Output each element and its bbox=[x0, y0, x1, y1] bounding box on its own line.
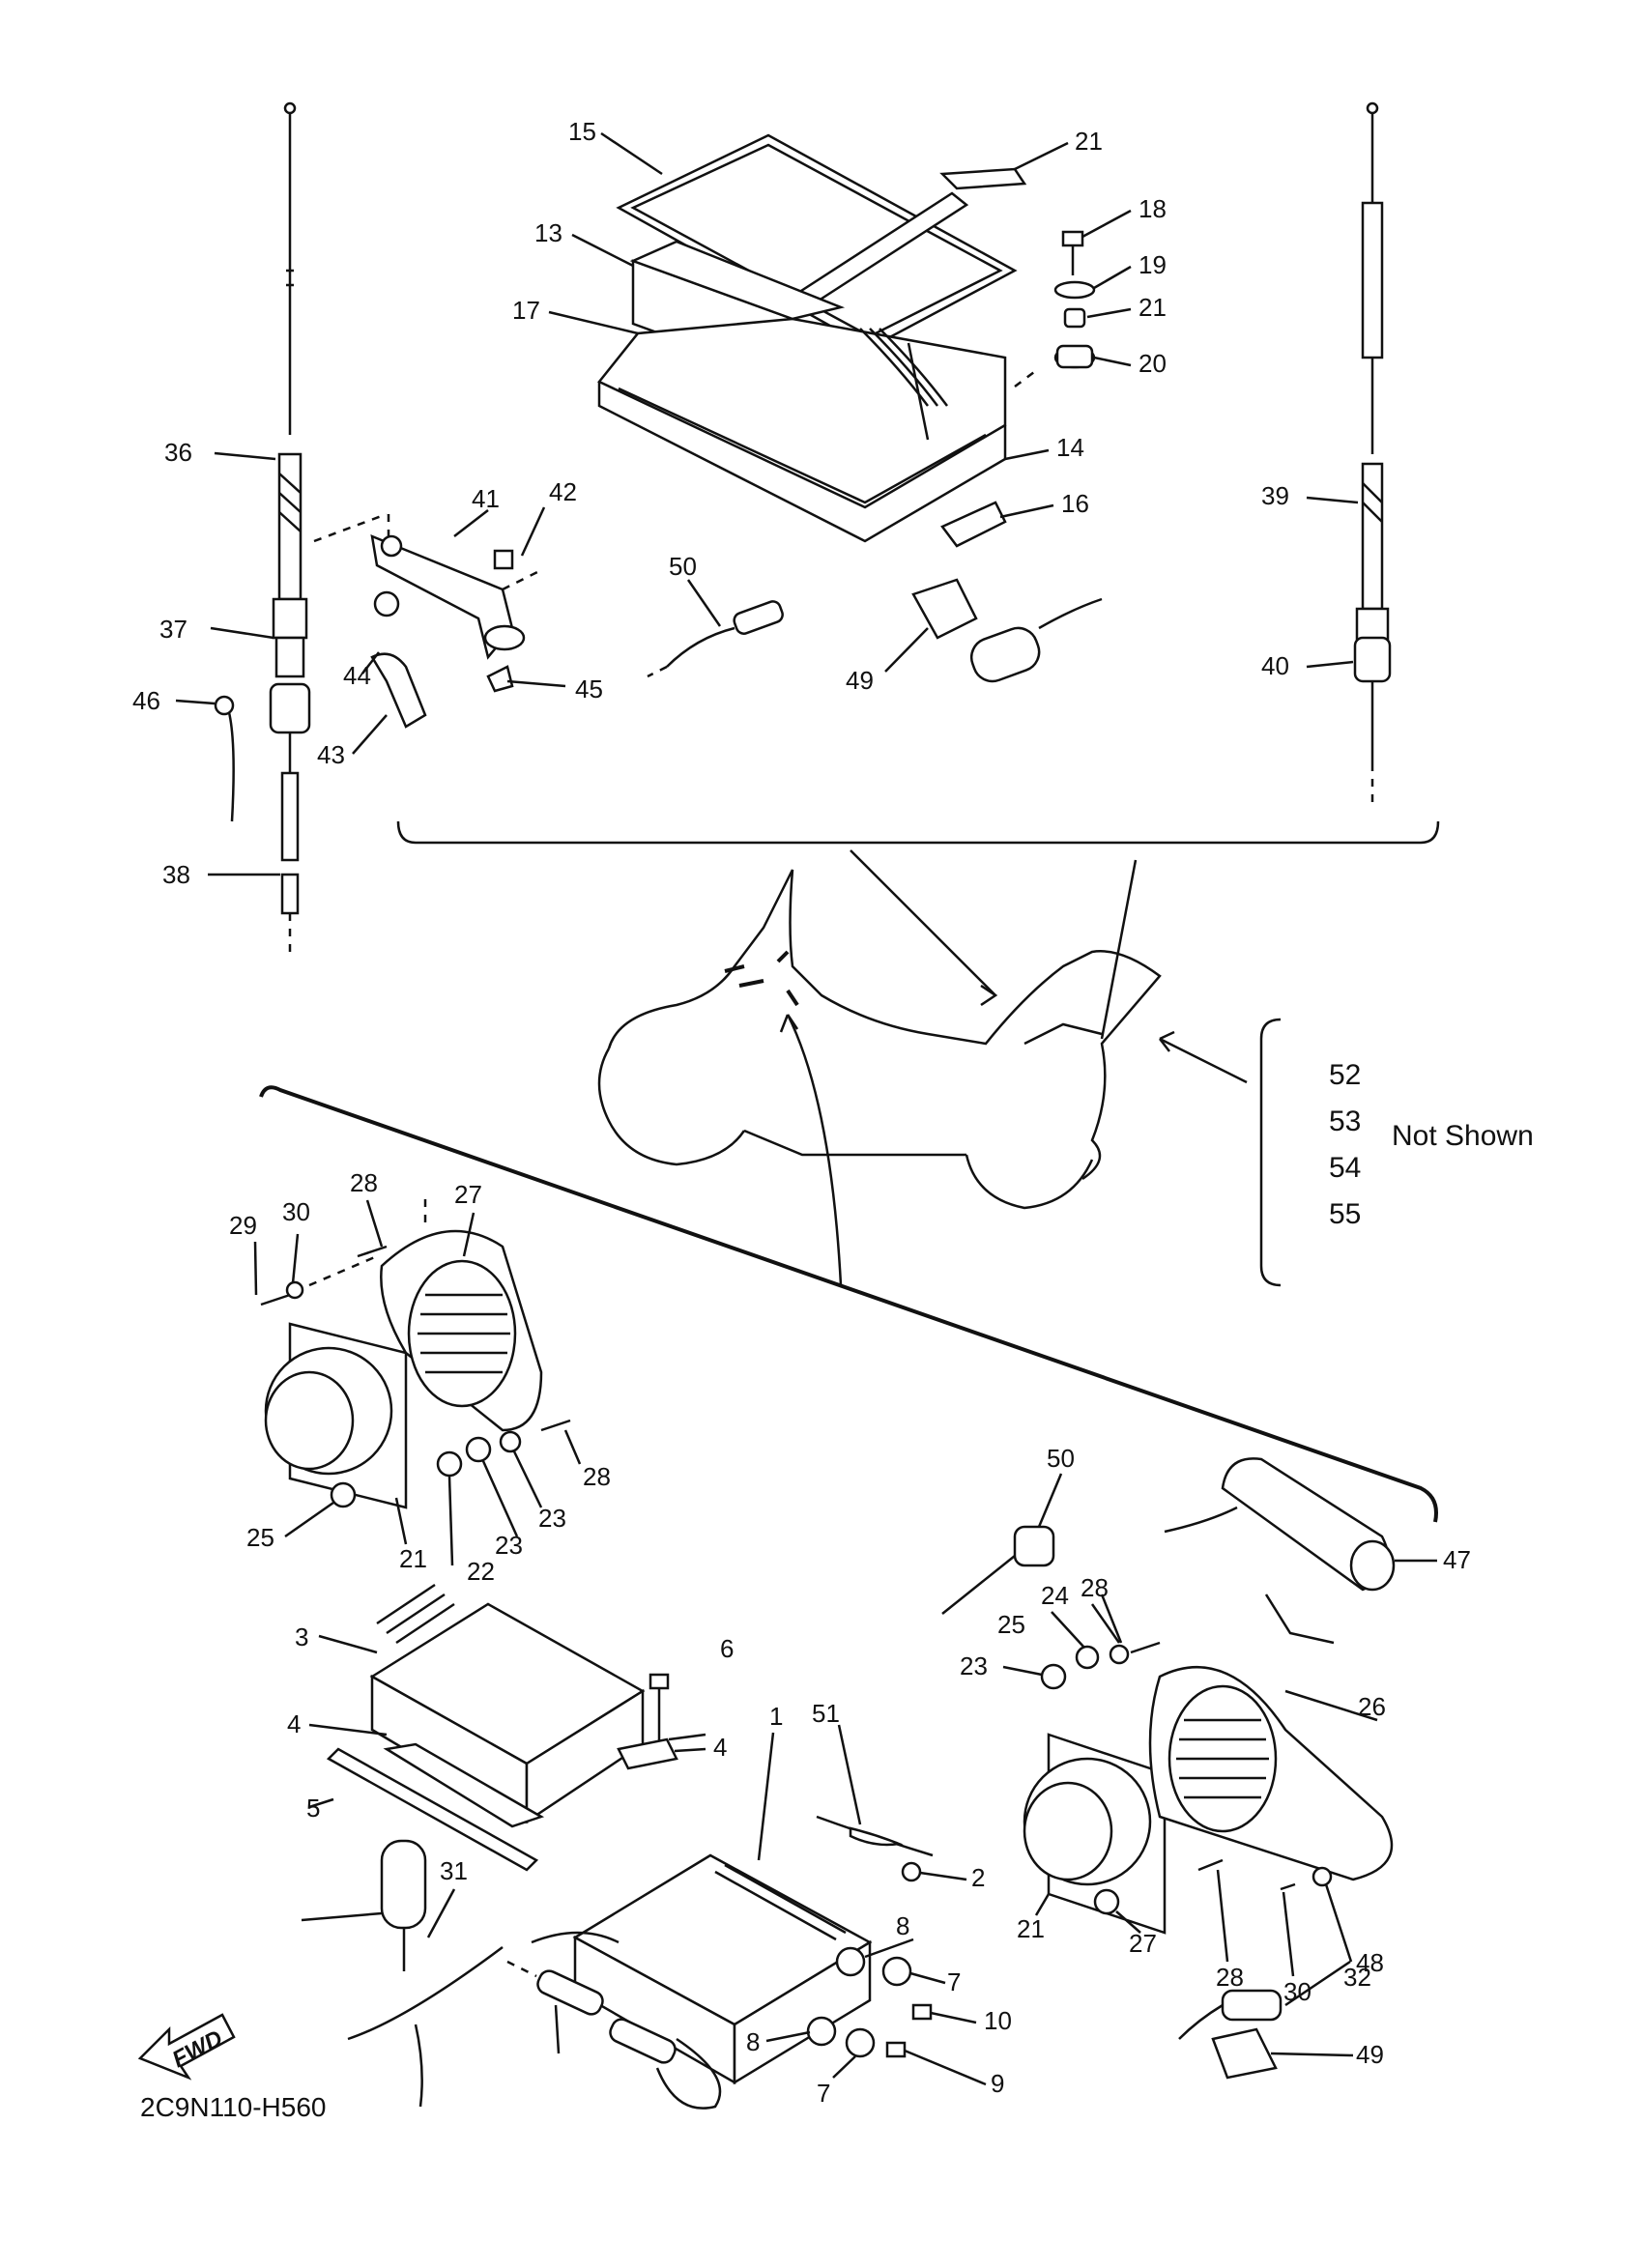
not-shown-item: 55 bbox=[1329, 1198, 1361, 1230]
callout: 29 bbox=[229, 1211, 257, 1240]
callout: 28 bbox=[350, 1168, 378, 1197]
callout: 1 bbox=[769, 1702, 783, 1731]
fasteners-2-7-8-9-10 bbox=[806, 1861, 933, 2058]
callout: 32 bbox=[1343, 1963, 1371, 1992]
callout: 50 bbox=[1047, 1444, 1075, 1473]
harness-31-50 bbox=[347, 1945, 722, 2110]
callout: 36 bbox=[164, 438, 192, 467]
top-group-bracket bbox=[396, 820, 1440, 845]
callout: 28 bbox=[1081, 1573, 1109, 1602]
callout: 4 bbox=[287, 1709, 301, 1738]
not-shown-item: 52 bbox=[1329, 1059, 1361, 1091]
amplifier-1 bbox=[531, 1853, 873, 2085]
callout: 7 bbox=[947, 1967, 961, 1996]
callout: 5 bbox=[306, 1794, 320, 1823]
callout: 38 bbox=[162, 860, 190, 889]
callout: 8 bbox=[896, 1911, 909, 1940]
callout: 48 bbox=[1356, 1948, 1384, 1977]
callout: 20 bbox=[1139, 349, 1167, 378]
callout: 28 bbox=[583, 1462, 611, 1491]
callout: 31 bbox=[440, 1856, 468, 1885]
buzzer-46 bbox=[911, 578, 1103, 683]
callout: 4 bbox=[713, 1733, 727, 1762]
antenna-bracket bbox=[313, 512, 542, 729]
motorcycle-outline bbox=[597, 849, 1248, 1286]
callout: 43 bbox=[317, 740, 345, 769]
callout: 49 bbox=[846, 666, 874, 695]
callout: 17 bbox=[512, 296, 540, 325]
callout-labels: 36 37 38 46 41 42 44 43 45 15 21 13 17 1… bbox=[132, 117, 1471, 2108]
callout: 3 bbox=[295, 1622, 308, 1651]
callout: 23 bbox=[960, 1651, 988, 1680]
radio-tray-assembly bbox=[597, 133, 1096, 548]
callout: 25 bbox=[246, 1523, 274, 1552]
right-antenna bbox=[1353, 101, 1392, 802]
callout: 21 bbox=[1017, 1914, 1045, 1943]
callout: 8 bbox=[746, 2027, 760, 2056]
callout: 24 bbox=[1041, 1581, 1069, 1610]
callout: 27 bbox=[1129, 1929, 1157, 1958]
leader-lines bbox=[175, 131, 1437, 2086]
callout: 39 bbox=[1261, 481, 1289, 510]
fwd-arrow: FWD bbox=[137, 2013, 236, 2081]
left-speaker-assembly bbox=[260, 1198, 571, 1509]
right-speaker-assembly bbox=[1023, 1641, 1394, 1935]
sensor-47 bbox=[647, 600, 784, 678]
callout: 9 bbox=[991, 2069, 1004, 2098]
callout: 26 bbox=[1358, 1692, 1386, 1721]
not-shown-brace bbox=[1259, 1018, 1282, 1287]
callout: 37 bbox=[159, 615, 187, 644]
callout: 49 bbox=[1356, 2040, 1384, 2069]
not-shown-item: 53 bbox=[1329, 1105, 1361, 1137]
fuse-51 bbox=[816, 1815, 934, 1857]
callout: 14 bbox=[1056, 433, 1084, 462]
callout: 21 bbox=[399, 1544, 427, 1573]
antenna-wire bbox=[214, 695, 235, 822]
callout: 23 bbox=[538, 1504, 566, 1533]
callout: 28 bbox=[1216, 1963, 1244, 1992]
callout: 30 bbox=[282, 1197, 310, 1226]
callout: 41 bbox=[472, 484, 500, 513]
callout: 46 bbox=[132, 686, 160, 715]
callout: 21 bbox=[1139, 293, 1167, 322]
callout: 47 bbox=[1443, 1545, 1471, 1574]
callout: 15 bbox=[568, 117, 596, 146]
callout: 13 bbox=[534, 218, 562, 247]
callout: 2 bbox=[971, 1863, 985, 1892]
bottom-group-bracket bbox=[259, 1085, 1438, 1523]
callout: 21 bbox=[1075, 127, 1103, 156]
diagram-code: 2C9N110-H560 bbox=[140, 2092, 327, 2122]
callout: 25 bbox=[997, 1610, 1025, 1639]
main-unit-3 bbox=[369, 1583, 670, 1824]
callout: 50 bbox=[669, 552, 697, 581]
callout: 23 bbox=[495, 1531, 523, 1560]
not-shown-item: 54 bbox=[1329, 1152, 1361, 1184]
callout: 42 bbox=[549, 477, 577, 506]
callout: 19 bbox=[1139, 250, 1167, 279]
callout: 44 bbox=[343, 661, 371, 690]
left-antenna bbox=[269, 101, 311, 952]
capacitor-48 bbox=[380, 1839, 427, 1971]
callout: 18 bbox=[1139, 194, 1167, 223]
connector-49 bbox=[941, 1525, 1055, 1615]
mount-bracket-4-5 bbox=[326, 1737, 678, 1872]
callout: 6 bbox=[720, 1634, 734, 1663]
callout: 7 bbox=[817, 2079, 830, 2108]
not-shown-label: Not Shown bbox=[1392, 1120, 1534, 1152]
horn-43 bbox=[1164, 1457, 1396, 1645]
callout: 30 bbox=[1283, 1977, 1312, 2006]
not-shown-list: 52 53 54 55 Not Shown bbox=[1329, 1059, 1534, 1230]
callout: 16 bbox=[1061, 489, 1089, 518]
callout: 40 bbox=[1261, 651, 1289, 680]
callout: 27 bbox=[454, 1180, 482, 1209]
callout: 22 bbox=[467, 1557, 495, 1586]
connector-44-45 bbox=[1178, 1989, 1283, 2080]
callout: 10 bbox=[984, 2006, 1012, 2035]
callout: 51 bbox=[812, 1699, 840, 1728]
callout: 45 bbox=[575, 675, 603, 703]
